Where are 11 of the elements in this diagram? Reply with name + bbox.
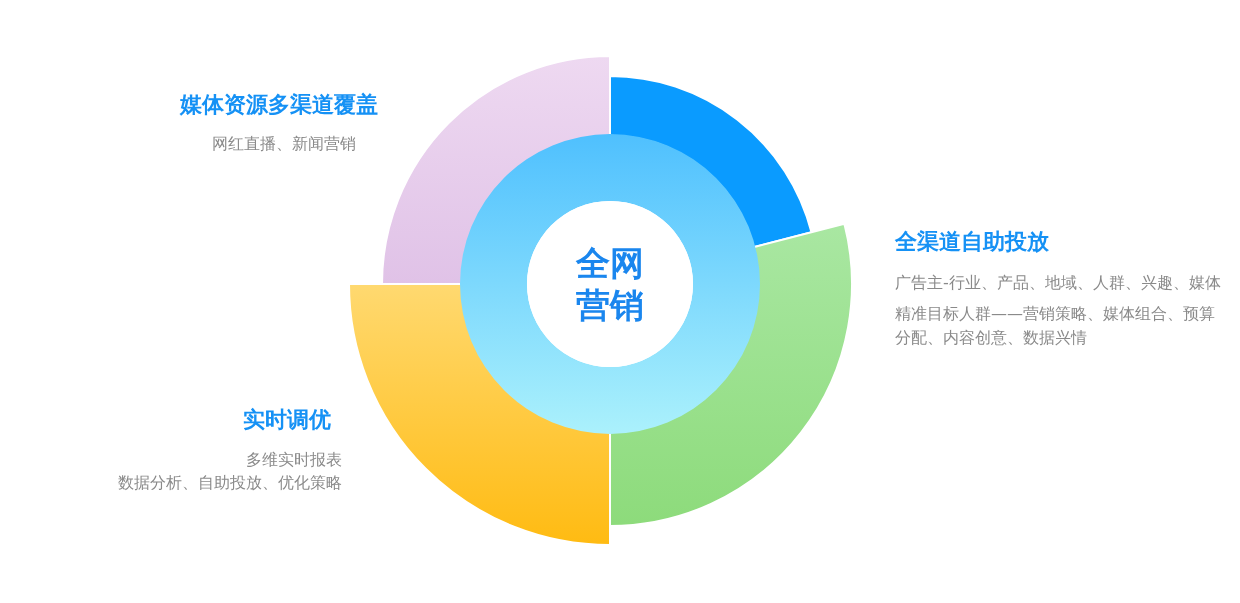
- center-title: 全网营销: [575, 242, 645, 326]
- sector-segment: [381, 55, 611, 285]
- section-description: 数据分析、自助投放、优化策略: [118, 472, 342, 494]
- section-description: 多维实时报表: [246, 449, 342, 471]
- section-description: 精准目标人群——营销策略、媒体组合、预算分配、内容创意、数据兴情: [895, 303, 1216, 349]
- section-heading: 全渠道自助投放: [895, 228, 1049, 256]
- section-description: 网红直播、新闻营销: [212, 133, 356, 155]
- section-heading: 媒体资源多渠道覆盖: [180, 91, 378, 119]
- section-heading: 实时调优: [243, 406, 331, 434]
- section-description: 广告主-行业、产品、地域、人群、兴趣、媒体: [895, 272, 1222, 294]
- sector-segment: [609, 75, 813, 249]
